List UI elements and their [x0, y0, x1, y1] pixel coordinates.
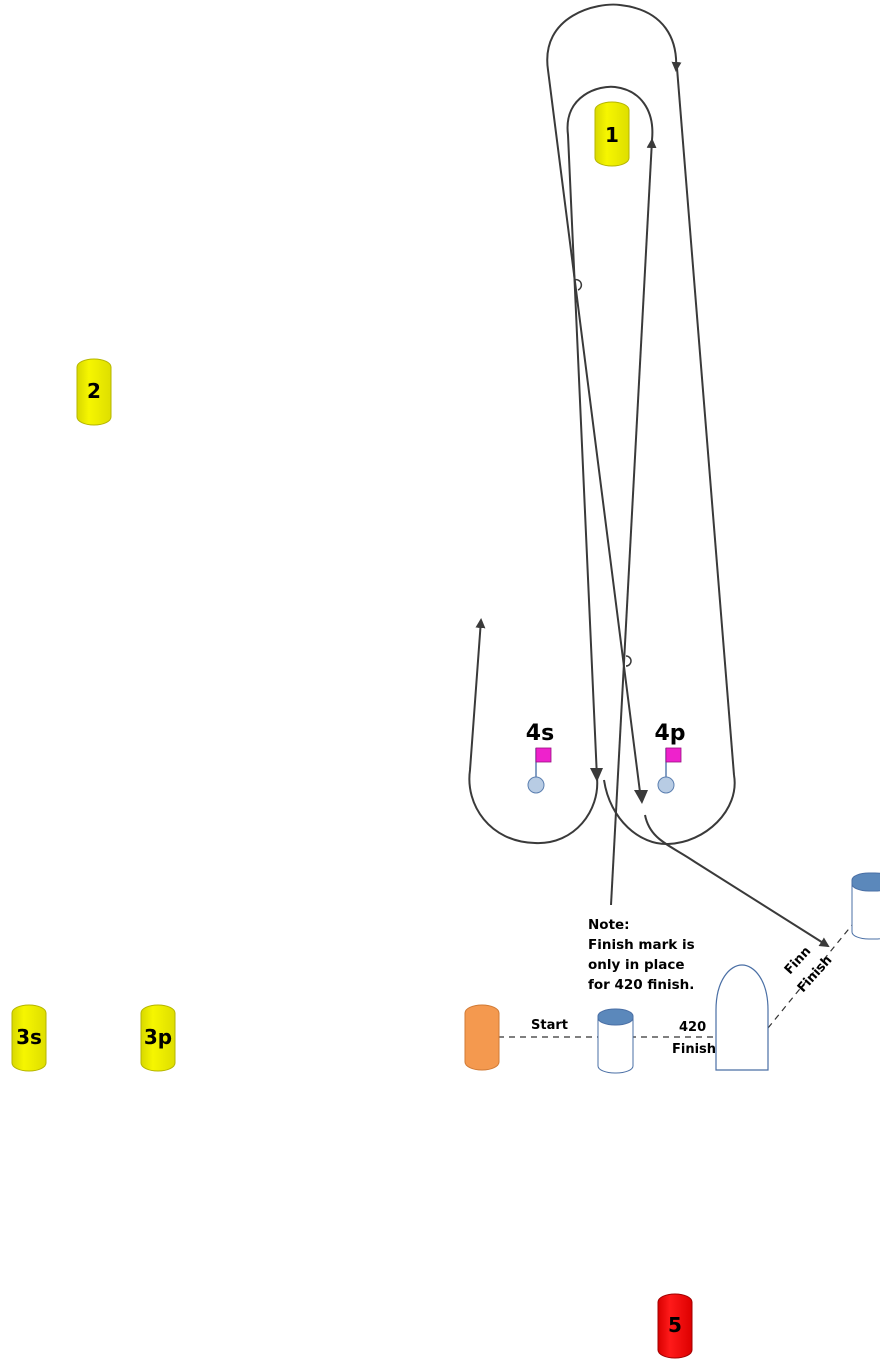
mark-3p-label: 3p — [144, 1025, 172, 1049]
right-leg-path — [676, 67, 735, 776]
arrow-down-4s — [590, 768, 603, 782]
gate-4p: 4p — [654, 721, 686, 794]
committee-boat — [715, 964, 769, 1071]
gate-4p-label: 4p — [654, 721, 685, 746]
finn-finish-line — [767, 924, 853, 1029]
gate-4p-flag — [665, 747, 682, 763]
finish-420-label-line2: Finish — [672, 1042, 716, 1057]
finish-note: Note: Finish mark is only in place for 4… — [588, 917, 695, 993]
note-line-4: for 420 finish. — [588, 977, 694, 993]
mark-2-label: 2 — [87, 379, 101, 403]
note-line-2: Finish mark is — [588, 937, 695, 953]
mark-1: 1 — [594, 101, 630, 167]
start-pin-mark — [464, 1004, 500, 1071]
finish-mark-420 — [597, 1008, 634, 1074]
outer-loop-path — [546, 3, 682, 801]
gate-4s: 4s — [526, 721, 554, 794]
note-line-1: Note: — [588, 917, 630, 933]
note-line-3: only in place — [588, 957, 685, 973]
note-to-mark1-path — [610, 138, 657, 906]
finish-mark-finn — [851, 872, 880, 940]
mark-5: 5 — [657, 1293, 693, 1359]
finish-420-label-line1: 420 — [679, 1020, 706, 1035]
gate-4s-ball — [527, 776, 545, 794]
course-path — [468, 3, 830, 948]
gate-4p-ball — [657, 776, 675, 794]
gate-4s-label: 4s — [526, 721, 554, 746]
crossing-hop-upper — [573, 278, 583, 291]
mark-3p: 3p — [140, 1004, 176, 1072]
mark-1-label: 1 — [605, 123, 619, 147]
arrow-down-4p — [634, 790, 648, 804]
mark-2: 2 — [76, 358, 112, 426]
mark-5-label: 5 — [668, 1313, 682, 1337]
start-label: Start — [531, 1018, 568, 1033]
mark-3s: 3s — [11, 1004, 47, 1072]
gate4s-loop-path — [468, 618, 599, 845]
finish-approach-path — [644, 814, 830, 948]
inner-loop-path — [566, 85, 654, 779]
crossing-hop-lower — [625, 655, 632, 667]
mark-3s-label: 3s — [16, 1025, 42, 1049]
gate-4s-flag — [535, 747, 552, 763]
